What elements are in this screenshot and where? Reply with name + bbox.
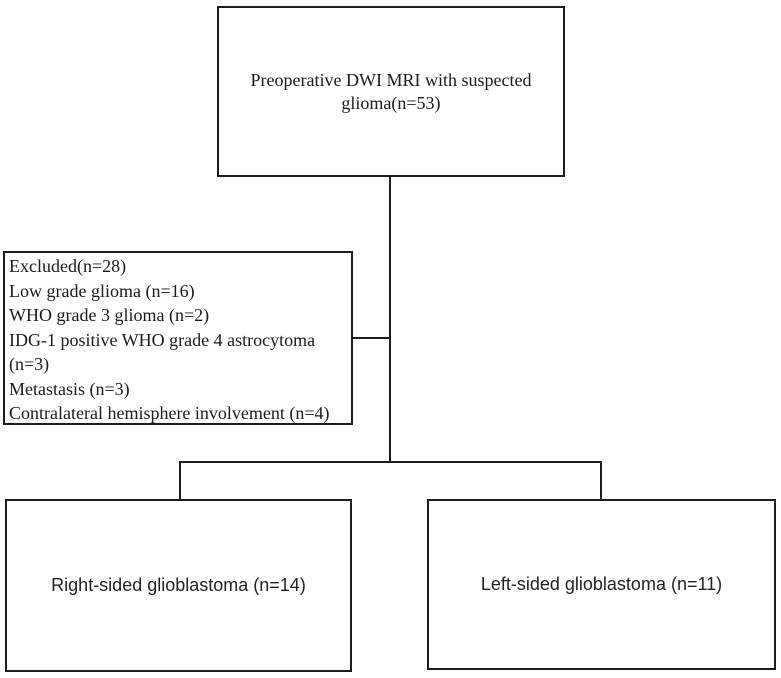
node-excluded: Excluded(n=28) Low grade glioma (n=16) W… bbox=[3, 251, 353, 425]
connector-drop-right bbox=[600, 461, 602, 501]
excluded-item-low-grade-glioma: Low grade glioma (n=16) bbox=[9, 280, 195, 301]
excluded-item-idg1-astrocytoma: IDG-1 positive WHO grade 4 astrocytoma (… bbox=[9, 329, 316, 375]
node-left-sided-glioblastoma: Left-sided glioblastoma (n=11) bbox=[427, 499, 776, 670]
connector-drop-left bbox=[179, 461, 181, 501]
excluded-item-contralateral: Contralateral hemisphere involvement (n=… bbox=[9, 403, 330, 423]
node-right-sided-glioblastoma: Right-sided glioblastoma (n=14) bbox=[5, 499, 352, 672]
connector-excluded-link bbox=[351, 337, 391, 339]
node-preoperative-dwi-label: Preoperative DWI MRI with suspected glio… bbox=[250, 69, 532, 113]
connector-branch-horizontal bbox=[179, 461, 602, 463]
excluded-item-header: Excluded(n=28) bbox=[9, 256, 127, 276]
node-preoperative-dwi: Preoperative DWI MRI with suspected glio… bbox=[217, 6, 565, 177]
node-right-sided-glioblastoma-label: Right-sided glioblastoma (n=14) bbox=[51, 575, 306, 595]
connector-top-to-branch bbox=[389, 177, 391, 463]
excluded-item-metastasis: Metastasis (n=3) bbox=[9, 378, 130, 399]
node-left-sided-glioblastoma-label: Left-sided glioblastoma (n=11) bbox=[480, 574, 723, 594]
excluded-item-who-grade-3: WHO grade 3 glioma (n=2) bbox=[9, 305, 210, 325]
